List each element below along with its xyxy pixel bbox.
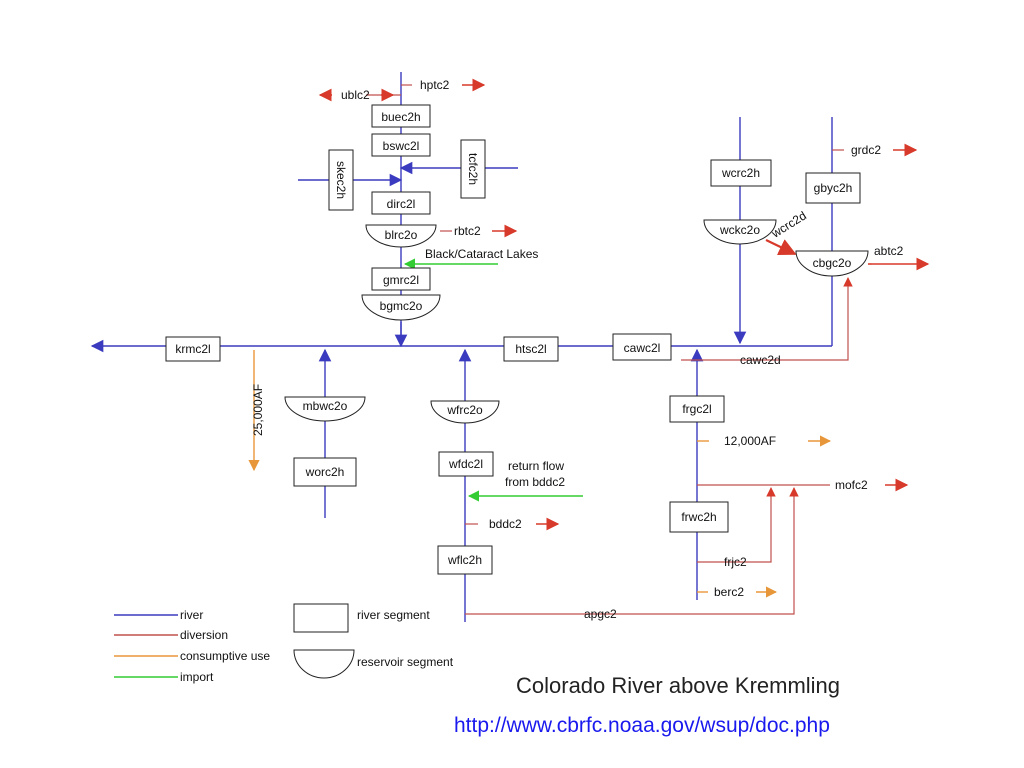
wfrc2o-shape [430, 400, 500, 424]
ublc2-label: ublc2 [341, 88, 370, 102]
af-12000-label: 12,000AF [724, 434, 776, 448]
worc2h-box [293, 457, 357, 487]
gbyc2h-label: gbyc2h [814, 181, 853, 195]
diversion-arrows [318, 78, 930, 531]
apgc2-diversion-line [465, 487, 799, 615]
krmc2l-box [165, 336, 221, 362]
legend: river diversion consumptive use import r… [114, 603, 454, 684]
legend-reservoir-segment-icon [293, 649, 355, 679]
dirc2l-label: dirc2l [387, 197, 416, 211]
legend-reservoir-segment-label: reservoir segment [357, 655, 454, 669]
wfdc2l-box [438, 451, 494, 477]
wcrc2d-label: wcrc2d [768, 209, 809, 242]
return-flow-label-1: return flow [508, 459, 564, 473]
return-flow-label-2: from bddc2 [505, 475, 565, 489]
apgc2-label: apgc2 [584, 607, 617, 621]
rbtc2-label: rbtc2 [454, 224, 481, 238]
mbwc2o-label: mbwc2o [303, 399, 348, 413]
mbwc2o-shape [284, 396, 366, 422]
bswc2l-box [371, 133, 431, 157]
frjc2-diversion-line [697, 487, 776, 563]
af-25000-label: 25,000AF [251, 384, 265, 436]
wckc2o-label: wckc2o [719, 223, 760, 237]
blrc2o-label: blrc2o [385, 228, 418, 242]
frgc2l-label: frgc2l [682, 402, 711, 416]
wckc2o-shape [703, 219, 777, 245]
tcfc2h-box [460, 139, 486, 199]
cbgc2o-shape [795, 250, 869, 277]
flow-labels: ublc2 hptc2 rbtc2 grdc2 abtc2 wcrc2d caw… [251, 78, 904, 621]
frjc2-label: frjc2 [724, 555, 747, 569]
dirc2l-box [371, 191, 431, 215]
berc2-label: berc2 [714, 585, 744, 599]
river-segment-boxes [165, 104, 861, 575]
blrc2o-shape [365, 224, 437, 248]
skec2h-box [328, 149, 354, 211]
bgmc2o-label: bgmc2o [380, 299, 423, 313]
black-cataract-label: Black/Cataract Lakes [425, 247, 538, 261]
gmrc2l-label: gmrc2l [383, 273, 419, 287]
wflc2h-box [437, 545, 493, 575]
legend-river-segment-icon [293, 603, 349, 633]
import-lines [403, 258, 583, 502]
htsc2l-label: htsc2l [515, 342, 546, 356]
wcrc2h-box [710, 159, 772, 187]
legend-consumptive-label: consumptive use [180, 649, 270, 663]
mofc2-label: mofc2 [835, 478, 868, 492]
frwc2h-box [669, 501, 729, 533]
bgmc2o-shape [361, 294, 441, 321]
wflc2h-label: wflc2h [447, 553, 482, 567]
skec2h-label: skec2h [334, 161, 348, 199]
legend-diversion-label: diversion [180, 628, 228, 642]
frwc2h-label: frwc2h [681, 510, 716, 524]
source-url-link[interactable]: http://www.cbrfc.noaa.gov/wsup/doc.php [454, 714, 830, 737]
legend-river-label: river [180, 608, 203, 622]
wcrc2h-label: wcrc2h [721, 166, 760, 180]
wfdc2l-label: wfdc2l [448, 457, 483, 471]
krmc2l-label: krmc2l [175, 342, 210, 356]
frgc2l-box [669, 395, 725, 423]
htsc2l-box [503, 336, 559, 362]
cawc2d-diversion-line [681, 277, 853, 361]
reservoir-shapes [284, 219, 869, 424]
grdc2-label: grdc2 [851, 143, 881, 157]
tcfc2h-label: tcfc2h [466, 153, 480, 185]
bddc2-label: bddc2 [489, 517, 522, 531]
wcrc2d-arrow [765, 239, 797, 256]
cawc2d-label: cawc2d [740, 353, 781, 367]
consumptive-lines [248, 350, 832, 598]
segment-labels: buec2h bswc2l skec2h tcfc2h dirc2l blrc2… [175, 110, 852, 567]
worc2h-label: worc2h [305, 465, 345, 479]
hptc2-label: hptc2 [420, 78, 450, 92]
cbgc2o-label: cbgc2o [813, 256, 852, 270]
gbyc2h-box [805, 172, 861, 204]
wfrc2o-label: wfrc2o [446, 403, 483, 417]
abtc2-label: abtc2 [874, 244, 904, 258]
buec2h-box [371, 104, 431, 128]
bswc2l-label: bswc2l [383, 139, 420, 153]
annotations: Black/Cataract Lakes return flow from bd… [425, 247, 565, 489]
buec2h-label: buec2h [381, 110, 420, 124]
diagram-title: Colorado River above Kremmling [516, 673, 840, 698]
cawc2l-box [612, 333, 672, 361]
cawc2l-label: cawc2l [624, 341, 661, 355]
gmrc2l-box [371, 267, 431, 291]
legend-river-segment-label: river segment [357, 608, 430, 622]
legend-import-label: import [180, 670, 214, 684]
